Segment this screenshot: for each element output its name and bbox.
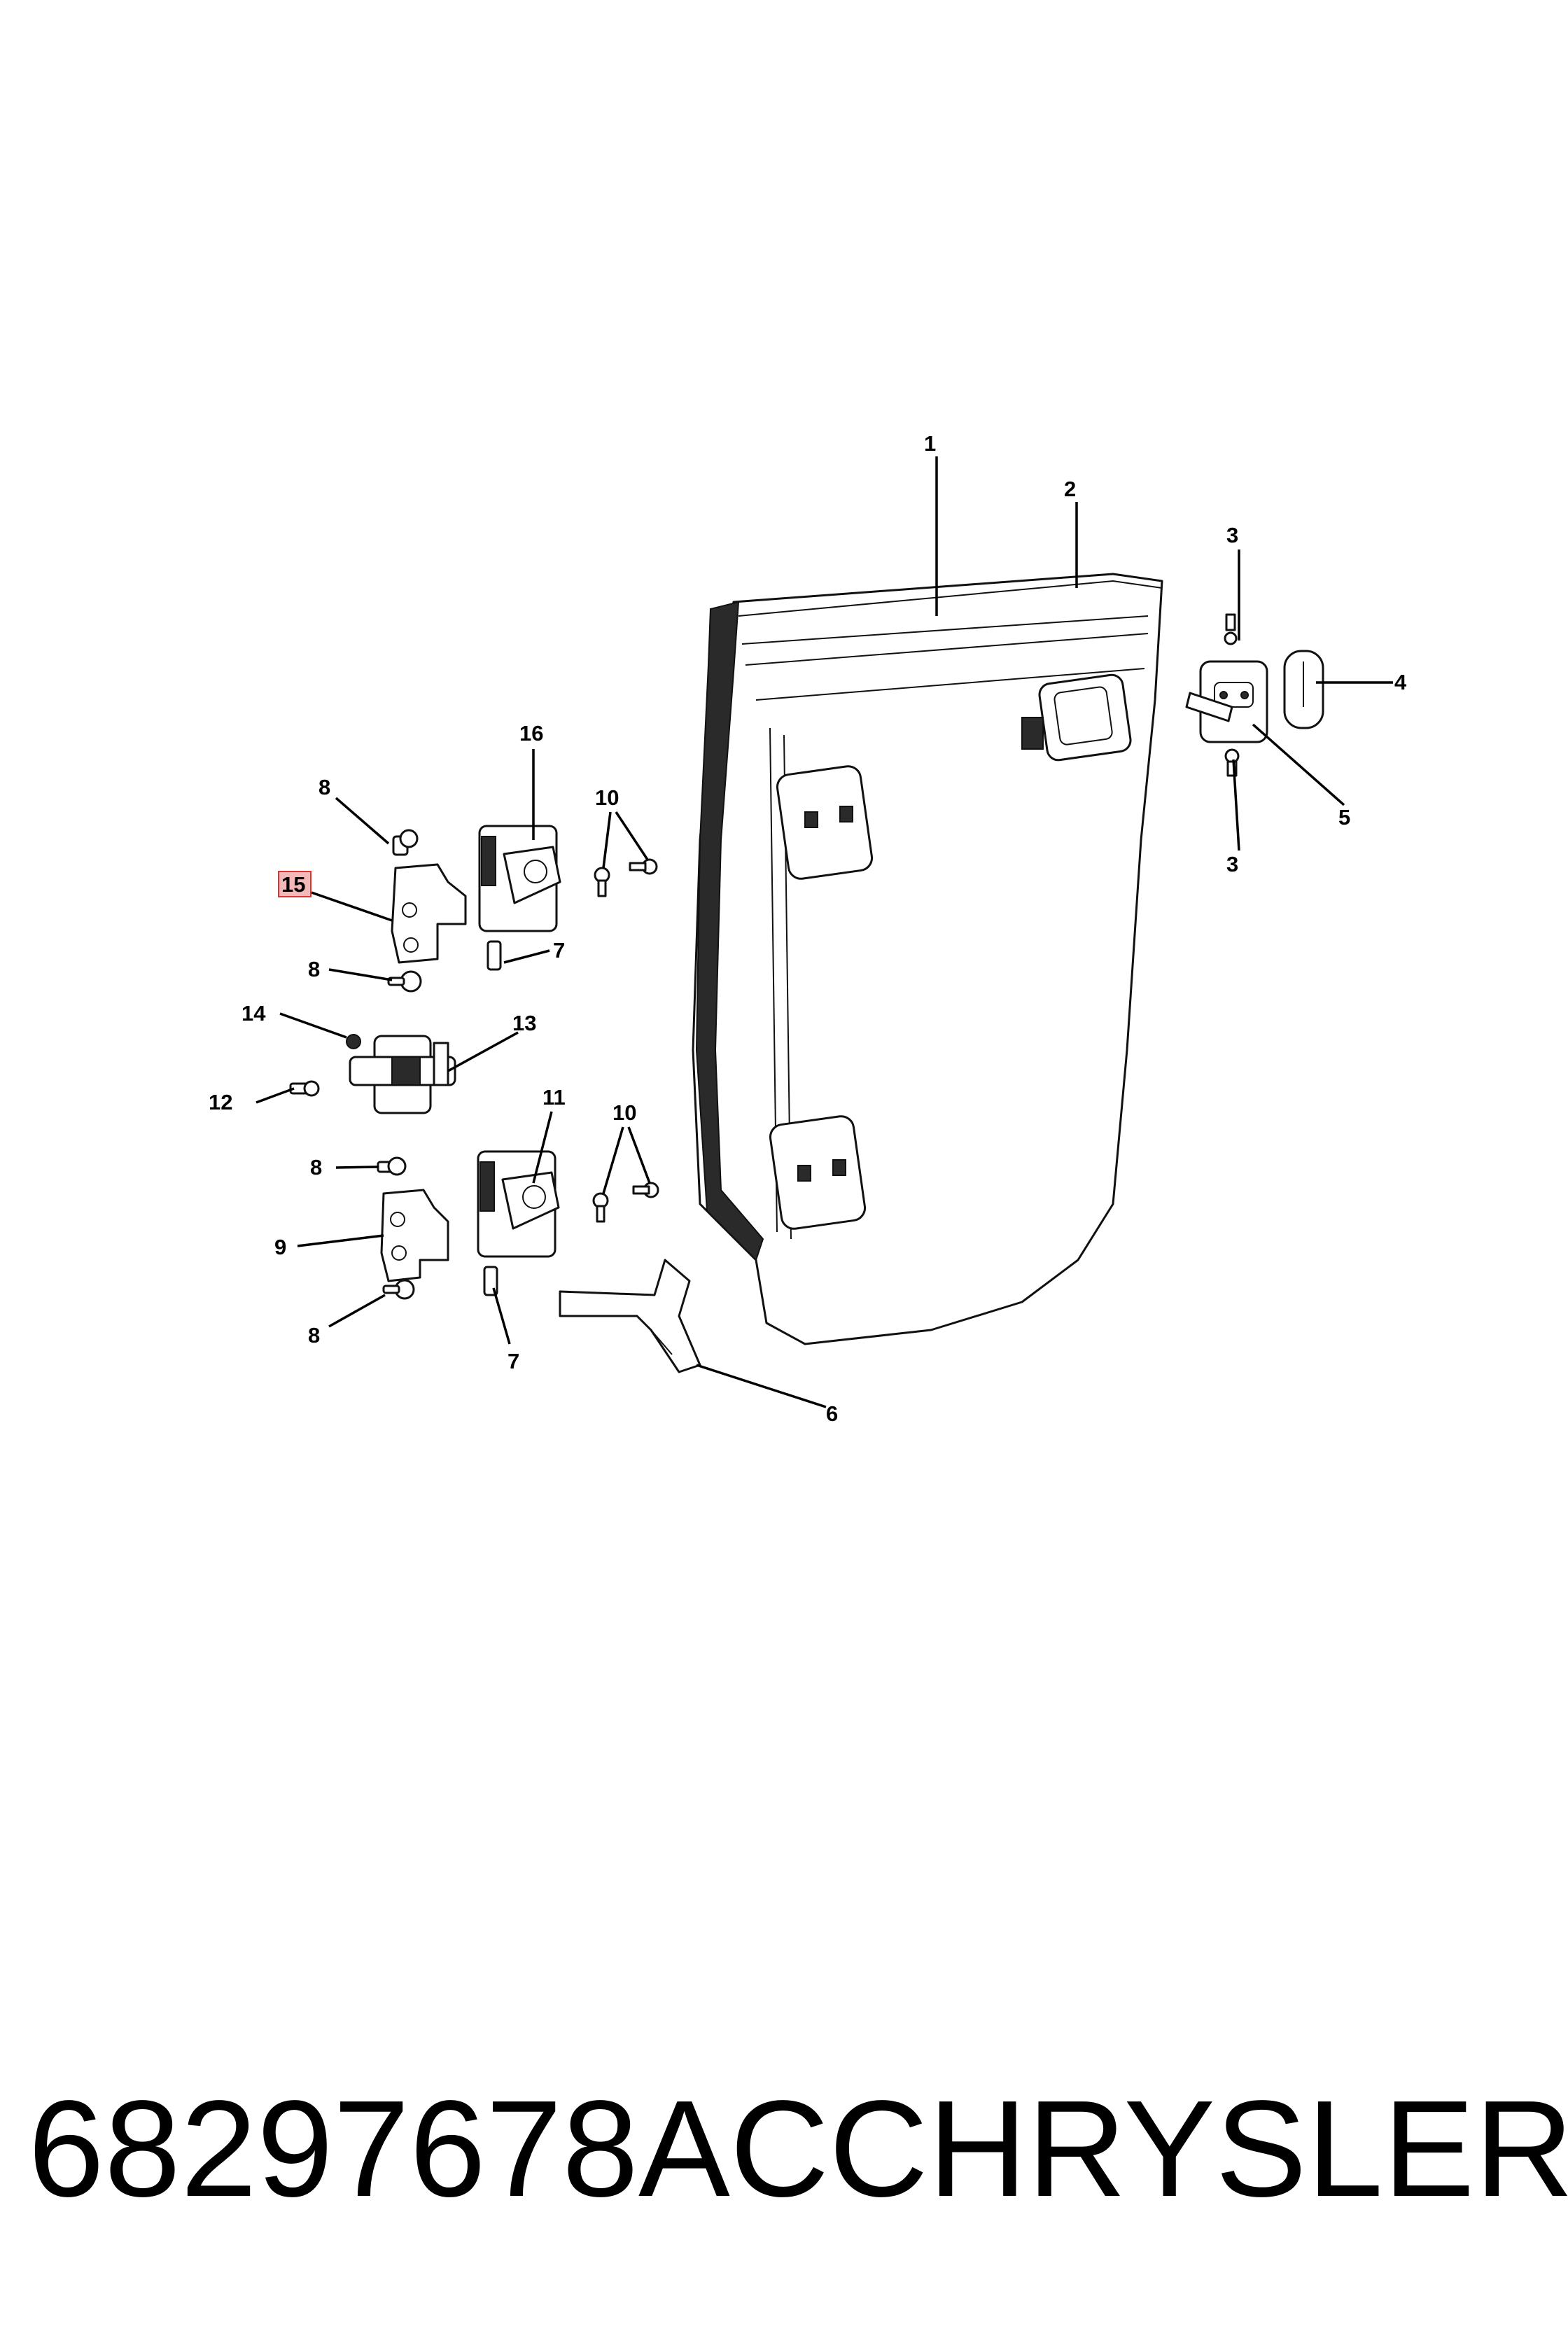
bolt-8d bbox=[382, 1279, 415, 1300]
leader-lines bbox=[255, 456, 1393, 1408]
callout-3-lower: 3 bbox=[1226, 852, 1238, 876]
bolt-12 bbox=[289, 1080, 320, 1097]
callout-7-lower: 7 bbox=[507, 1349, 519, 1373]
callout-10-upper: 10 bbox=[595, 785, 619, 810]
door-check-strap bbox=[559, 1259, 701, 1373]
bolt-8a bbox=[392, 829, 419, 856]
bolt-10c bbox=[592, 1192, 609, 1223]
striker-assembly bbox=[1185, 660, 1268, 743]
callout-4: 4 bbox=[1394, 670, 1407, 694]
bolt-8c bbox=[377, 1156, 407, 1176]
brand-name: CHRYSLER bbox=[829, 2072, 1568, 2225]
part-number: 68297678AC bbox=[28, 2072, 830, 2225]
callout-8-upper-mid: 8 bbox=[308, 957, 320, 981]
callout-14: 14 bbox=[241, 1001, 266, 1026]
callout-10-lower: 10 bbox=[612, 1100, 636, 1125]
callout-15: 15 bbox=[281, 872, 305, 897]
callout-8-bottom: 8 bbox=[308, 1323, 320, 1348]
callout-3-upper: 3 bbox=[1226, 523, 1238, 547]
striker-shim bbox=[1283, 650, 1324, 729]
callout-8-lower-mid: 8 bbox=[310, 1155, 322, 1180]
part-caption: 68297678AC CHRYSLER bbox=[28, 2072, 1568, 2226]
upper-hinge-body bbox=[478, 825, 561, 932]
upper-hinge-plate bbox=[391, 863, 467, 964]
callout-7-upper: 7 bbox=[553, 938, 565, 962]
callout-8-top: 8 bbox=[318, 775, 330, 799]
callouts: 1 2 3 3 4 5 6 7 7 8 8 8 8 9 10 10 11 12 … bbox=[209, 431, 1407, 1426]
door-seal bbox=[695, 580, 1163, 1261]
bolt-10b bbox=[629, 858, 658, 875]
door-mount-pocket-upper bbox=[776, 765, 874, 880]
bolt-10a bbox=[594, 867, 610, 897]
callout-16: 16 bbox=[519, 721, 543, 746]
callout-11: 11 bbox=[542, 1085, 566, 1110]
door-handle-pocket bbox=[1021, 673, 1132, 762]
parts-diagram: 1 2 3 3 4 5 6 7 7 8 8 8 8 9 10 10 11 12 … bbox=[209, 431, 1407, 1426]
door-mount-pocket-lower bbox=[769, 1115, 867, 1230]
callout-2: 2 bbox=[1064, 477, 1076, 501]
nut-14 bbox=[346, 1034, 361, 1049]
lower-hinge-body bbox=[477, 1150, 560, 1258]
callout-9: 9 bbox=[274, 1235, 286, 1259]
bolt-10d bbox=[632, 1182, 659, 1198]
screw-lower bbox=[1224, 748, 1240, 777]
callout-12: 12 bbox=[209, 1090, 232, 1114]
screw-upper bbox=[1224, 613, 1238, 645]
upper-hinge-pin bbox=[486, 940, 502, 971]
hinge-check-bracket bbox=[349, 1035, 456, 1114]
bolt-8b bbox=[387, 970, 422, 993]
callout-6: 6 bbox=[826, 1401, 838, 1426]
callout-1: 1 bbox=[924, 431, 936, 456]
callout-15-highlight bbox=[278, 871, 312, 897]
callout-5: 5 bbox=[1338, 805, 1350, 830]
callout-13: 13 bbox=[512, 1011, 536, 1035]
lower-hinge-plate bbox=[380, 1189, 449, 1282]
